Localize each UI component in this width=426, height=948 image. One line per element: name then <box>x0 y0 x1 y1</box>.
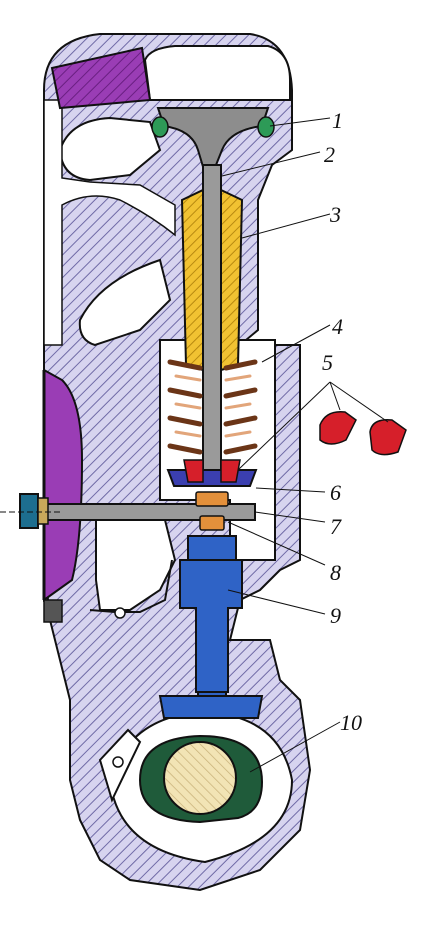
nut-left <box>19 493 49 529</box>
tappet <box>158 535 264 719</box>
keeper-half-a <box>319 411 357 445</box>
keeper-left <box>183 459 204 483</box>
valve-spring <box>167 359 258 455</box>
valve <box>156 107 270 476</box>
top-white-cap <box>143 45 291 101</box>
valve-guide <box>180 188 244 372</box>
spring-retainer <box>166 469 258 487</box>
purple-side-plate <box>42 368 84 623</box>
lever-link <box>89 559 173 613</box>
callout-4: 4 <box>332 314 343 339</box>
valve-seat-ring-right <box>257 116 275 138</box>
cam-side-bracket <box>98 728 142 803</box>
lower-cavity <box>95 519 177 611</box>
keeper-half-b <box>369 419 407 456</box>
callout-10: 10 <box>340 710 362 735</box>
adjuster-cap <box>195 491 229 507</box>
callout-2: 2 <box>324 142 335 167</box>
callout-8: 8 <box>330 560 341 585</box>
valve-seat-ring-left <box>151 116 169 138</box>
pivot-bolt <box>114 607 126 619</box>
camshaft <box>138 734 264 824</box>
coolant-cavity-upper <box>58 116 162 182</box>
adjuster-nut <box>199 515 225 531</box>
left-white-panel <box>43 99 176 346</box>
purple-top-block <box>50 46 152 110</box>
callout-6: 6 <box>330 480 341 505</box>
callout-5: 5 <box>322 350 333 375</box>
callout-1: 1 <box>332 108 343 133</box>
coolant-cavity-middle <box>78 258 172 347</box>
callout-3: 3 <box>329 202 341 227</box>
callouts: 1 2 3 4 5 6 7 8 9 10 <box>322 108 362 735</box>
callout-9: 9 <box>330 603 341 628</box>
leader-lines <box>221 117 389 773</box>
valve-stem <box>202 164 222 476</box>
callout-7: 7 <box>330 514 342 539</box>
camshaft-core <box>163 741 237 815</box>
keeper-right <box>220 459 241 483</box>
